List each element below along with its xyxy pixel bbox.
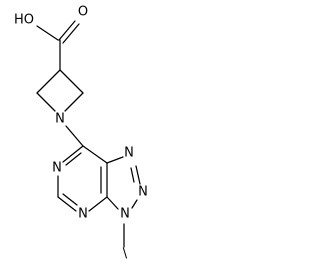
triazole-n1-label: N — [124, 146, 134, 161]
bond-c7-n6 — [62, 145, 84, 163]
bond-c-o-double-b — [62, 23, 80, 44]
bond-ho-c — [36, 25, 59, 41]
methyl-label: \ — [123, 247, 128, 262]
carbonyl-oxygen-label: O — [78, 5, 88, 20]
bond-n4-c3a — [88, 196, 108, 212]
bond-c-o-double-a — [58, 20, 76, 41]
carboxylic-acid-group — [36, 20, 80, 71]
bond-c7-n6-inner — [65, 152, 82, 166]
pyrimidine-n1-label: N — [52, 161, 62, 176]
bond-c4-n — [64, 92, 84, 112]
bond-c7a-n1 — [106, 156, 124, 164]
bond-n2-n3 — [131, 199, 138, 209]
bond-c3-c4 — [59, 69, 84, 94]
bond-n3-c3a — [106, 196, 119, 210]
bond-n1-n2 — [135, 165, 141, 185]
triazole-ring — [106, 156, 141, 210]
bond-n1-n2-inner — [130, 167, 135, 183]
hydroxyl-label: HO — [14, 13, 34, 28]
bond-c3-c2 — [36, 69, 61, 94]
azetidine-nitrogen-label: N — [55, 112, 65, 127]
triazole-n3-label: N — [120, 207, 130, 222]
azetidine-ring — [36, 69, 84, 112]
pyrimidine-ring — [57, 145, 108, 212]
bond-n-core — [65, 125, 84, 147]
triazole-n2-label: N — [138, 185, 148, 200]
molecule-structure: HO O N N N N N N \ — [14, 5, 148, 262]
bond-c2-n — [36, 92, 56, 112]
bond-c5-n4 — [57, 196, 77, 212]
bond-c7a-c7 — [82, 145, 108, 164]
bond-c5-n4-inner — [62, 193, 78, 206]
pyrimidine-n3-label: N — [78, 207, 88, 222]
